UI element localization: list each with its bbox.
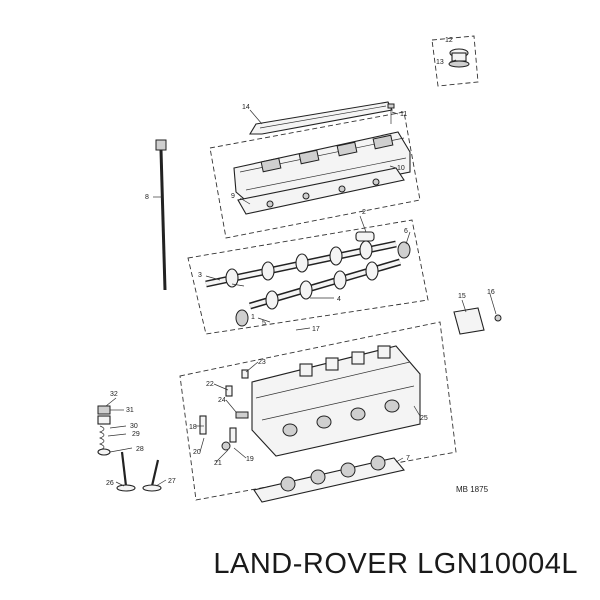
callout-7: 7 [406,455,410,462]
callout-10: 10 [397,165,405,172]
tappet [97,405,111,415]
group-frames [179,35,479,501]
camshaft-seals [235,231,411,327]
callout-32: 32 [110,391,118,398]
callout-17: 17 [312,326,320,333]
camshaft-upper [205,240,397,288]
callout-30: 30 [130,423,138,430]
head-gasket [253,455,405,503]
callout-18: 18 [189,424,197,431]
head-bolt [155,139,167,291]
callout-25: 25 [420,415,428,422]
callout-24: 24 [218,397,226,404]
callout-6: 6 [404,228,408,235]
callout-5: 5 [262,320,266,327]
cam-cover-group-frame [209,111,421,239]
spring-seat [97,448,111,456]
exhaust-valve [142,459,162,492]
callout-26: 26 [106,480,114,487]
callout-16: 16 [487,289,495,296]
callout-31: 31 [126,407,134,414]
plug-2 [241,369,249,379]
exploded-parts-diagram: 1 2 3 4 5 6 7 8 9 10 11 12 13 14 15 16 1… [97,35,502,503]
cylinder-head [251,345,421,457]
callout-9: 9 [231,193,235,200]
callout-12: 12 [445,37,453,44]
collet [97,415,111,425]
cylinder-head-towers [299,345,391,377]
callout-19: 19 [246,456,254,463]
callout-labels: 1 2 3 4 5 6 7 8 9 10 11 12 13 14 15 16 1… [106,37,495,487]
callout-20: 20 [193,449,201,456]
cylinder-head-ports [282,399,400,437]
callout-4: 4 [337,296,341,303]
part-number-caption: LAND-ROVER LGN10004L [213,548,578,580]
cover-gasket [237,167,405,215]
seal-plate [235,411,249,419]
stud-nut [221,441,231,451]
oil-filler-cap [448,48,470,68]
callout-29: 29 [132,431,140,438]
callout-1: 1 [251,314,255,321]
callout-22: 22 [206,381,214,388]
callout-23: 23 [258,359,266,366]
valve-spring [99,425,105,451]
diagram-reference-code: MB 1875 [456,485,489,494]
guide-dowel [199,415,207,435]
guide-dowel-2 [229,427,237,443]
callout-21: 21 [214,460,222,467]
inlet-valve [116,451,136,492]
callout-8: 8 [145,194,149,201]
camshaft-group-frame [187,219,429,335]
sensor-bracket [453,307,502,335]
callout-28: 28 [136,446,144,453]
oil-cap-group-frame [431,35,479,87]
cover-gasket-strip [249,101,393,135]
callout-15: 15 [458,293,466,300]
head-small-parts [199,369,249,451]
cover-bolt [387,103,395,124]
valve-train [97,405,162,492]
callout-13: 13 [436,59,444,66]
callout-14: 14 [242,104,250,111]
camshaft-cover [233,131,411,205]
callout-3: 3 [198,272,202,279]
camshaft-lower [249,258,401,310]
callout-27: 27 [168,478,176,485]
plug [225,385,233,397]
callout-2: 2 [362,209,366,216]
callout-11: 11 [400,111,407,118]
cylinder-head-group-frame [179,321,457,501]
camshafts [205,231,411,327]
leader-lines [105,59,497,487]
